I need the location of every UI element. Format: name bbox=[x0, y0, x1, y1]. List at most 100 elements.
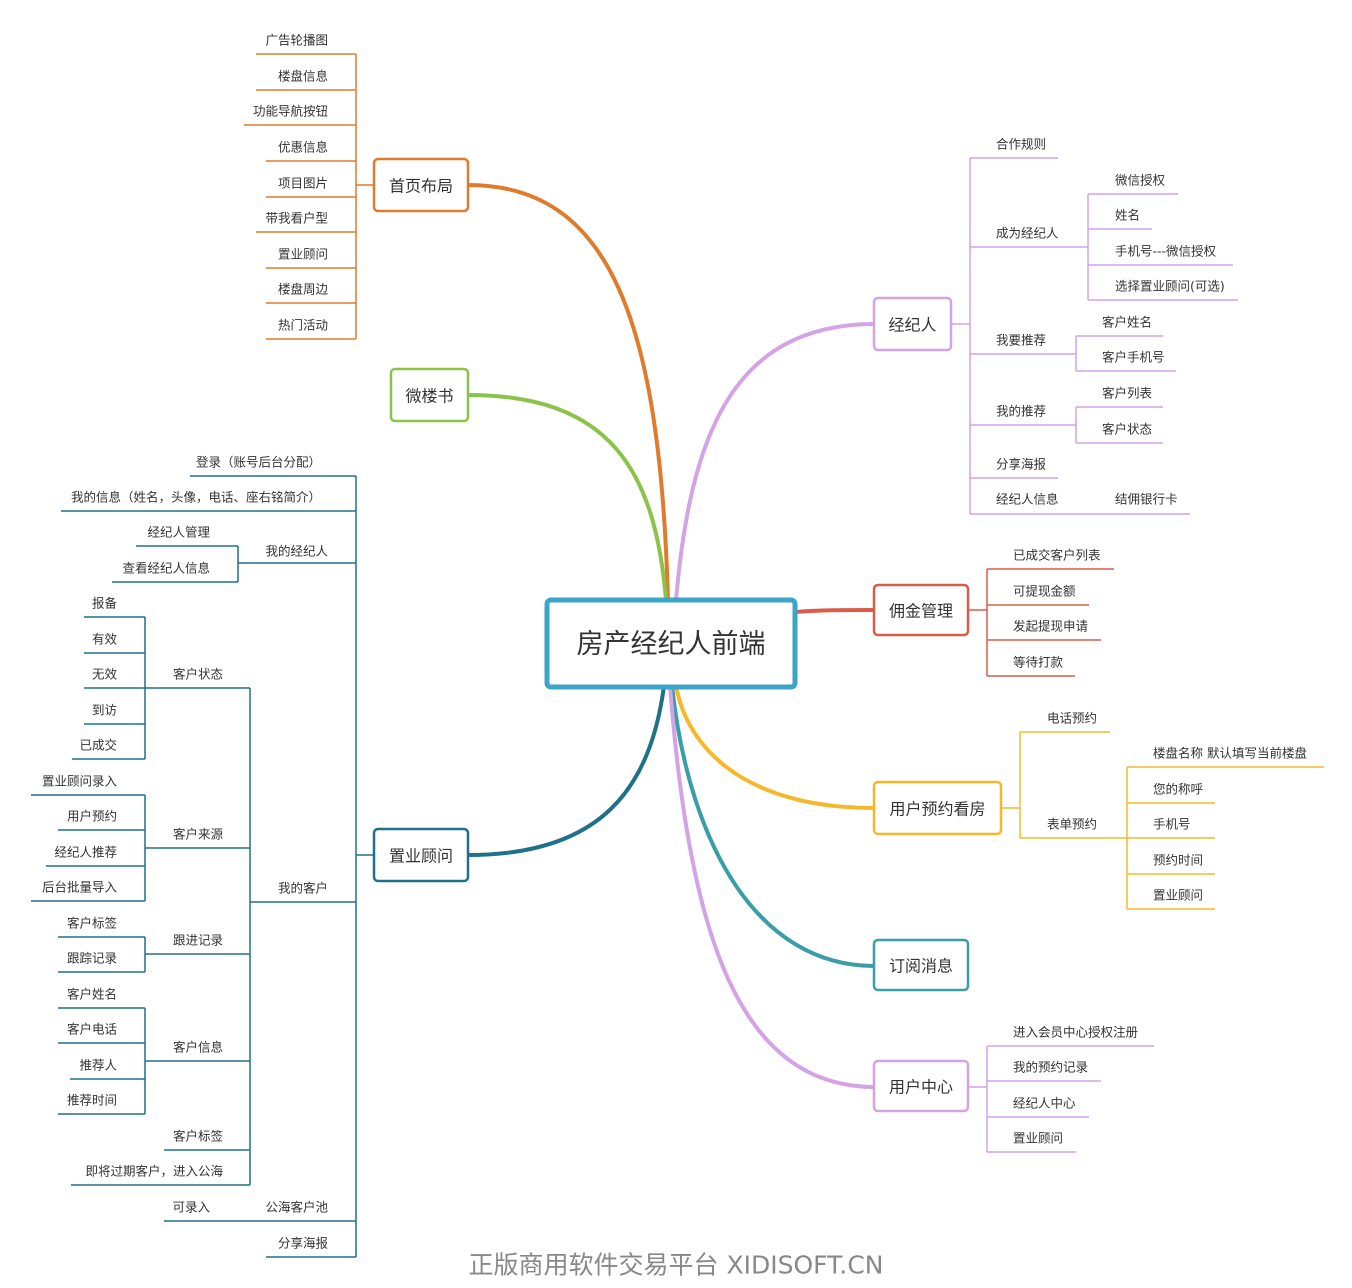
node-booking[interactable]: 用户预约看房 bbox=[872, 780, 1003, 836]
node-center-label: 房产经纪人前端 bbox=[577, 629, 766, 660]
customer-followup-item: 跟踪记录 bbox=[67, 951, 117, 966]
node-agent-frame bbox=[872, 296, 953, 352]
recommend-item: 客户姓名 bbox=[1102, 315, 1152, 330]
customer-followup-item: 客户标签 bbox=[67, 916, 118, 931]
node-subscribe-frame bbox=[872, 938, 970, 992]
customer-expire: 即将过期客户，进入公海 bbox=[85, 1164, 223, 1179]
commission-item: 发起提现申请 bbox=[1013, 619, 1088, 634]
node-usercenter-frame bbox=[872, 1059, 970, 1113]
become-item: 手机号---微信授权 bbox=[1115, 244, 1217, 259]
customer-status-item: 无效 bbox=[92, 667, 118, 682]
customer-tag: 客户标签 bbox=[173, 1129, 224, 1144]
customer-source-item: 用户预约 bbox=[67, 809, 117, 824]
node-wlsh-label: 微楼书 bbox=[405, 387, 453, 406]
customer-status-item: 已成交 bbox=[79, 738, 117, 753]
customer-status: 客户状态 bbox=[173, 667, 223, 682]
node-agent-label: 经纪人 bbox=[888, 316, 936, 335]
curve-usercenter bbox=[668, 684, 875, 1089]
node-commission-label: 佣金管理 bbox=[889, 602, 953, 621]
form-item: 您的称呼 bbox=[1153, 782, 1203, 797]
curve-commission bbox=[793, 608, 875, 614]
usercenter-item: 置业顾问 bbox=[1013, 1131, 1063, 1146]
agent-info: 经纪人信息 bbox=[996, 492, 1059, 507]
agent-poster: 分享海报 bbox=[996, 457, 1047, 472]
curve-wlsh bbox=[466, 393, 668, 602]
node-consultant-label: 置业顾问 bbox=[389, 847, 453, 866]
node-commission-frame bbox=[872, 583, 970, 637]
homepage-item: 楼盘周边 bbox=[278, 282, 329, 297]
usercenter-item: 进入会员中心授权注册 bbox=[1013, 1025, 1138, 1040]
commission-item: 已成交客户列表 bbox=[1013, 548, 1101, 563]
customer-info-item: 推荐人 bbox=[79, 1058, 117, 1073]
node-homepage-label: 首页布局 bbox=[389, 177, 453, 196]
homepage-item: 优惠信息 bbox=[278, 140, 328, 155]
customer-source-item: 后台批量导入 bbox=[42, 880, 118, 895]
homepage-item: 广告轮播图 bbox=[265, 33, 328, 48]
node-wlsh-frame bbox=[389, 367, 470, 423]
node-center-frame bbox=[544, 597, 798, 690]
node-usercenter-label: 用户中心 bbox=[889, 1078, 953, 1097]
consultant-myagents: 我的经纪人 bbox=[265, 544, 328, 559]
customer-status-item: 到访 bbox=[92, 703, 117, 718]
node-subscribe-label: 订阅消息 bbox=[889, 957, 953, 976]
myrec-item: 客户状态 bbox=[1102, 422, 1152, 437]
usercenter-item: 经纪人中心 bbox=[1013, 1096, 1076, 1111]
become-item: 姓名 bbox=[1115, 208, 1140, 223]
curve-agent bbox=[674, 322, 875, 602]
consultant-mycustomers: 我的客户 bbox=[278, 881, 328, 896]
myagents-item: 查看经纪人信息 bbox=[122, 561, 210, 576]
become-item: 微信授权 bbox=[1115, 173, 1166, 188]
node-wlsh[interactable]: 微楼书 bbox=[389, 367, 470, 423]
curve-homepage bbox=[466, 183, 670, 602]
agent-info-item: 结佣银行卡 bbox=[1115, 492, 1178, 507]
homepage-item: 带我看户型 bbox=[265, 211, 328, 226]
customer-source-item: 经纪人推荐 bbox=[54, 845, 117, 860]
node-center[interactable]: 房产经纪人前端 bbox=[544, 597, 798, 690]
consultant-myinfo: 我的信息（姓名，头像，电话、座右铭简介） bbox=[71, 490, 321, 505]
customer-source: 客户来源 bbox=[173, 827, 224, 842]
curve-booking bbox=[674, 684, 875, 810]
node-agent[interactable]: 经纪人 bbox=[872, 296, 953, 352]
recommend-item: 客户手机号 bbox=[1102, 350, 1165, 365]
consultant-poster: 分享海报 bbox=[278, 1236, 329, 1251]
homepage-item: 项目图片 bbox=[278, 176, 328, 191]
customer-status-item: 报备 bbox=[92, 596, 118, 611]
become-item: 选择置业顾问(可选) bbox=[1115, 279, 1225, 294]
node-consultant[interactable]: 置业顾问 bbox=[372, 827, 470, 883]
homepage-item: 功能导航按钮 bbox=[253, 104, 328, 119]
myagents-item: 经纪人管理 bbox=[147, 525, 210, 540]
consultant-login: 登录（账号后台分配） bbox=[196, 455, 321, 470]
homepage-item: 热门活动 bbox=[278, 318, 328, 333]
homepage-item: 楼盘信息 bbox=[278, 69, 328, 84]
node-homepage-frame bbox=[372, 157, 470, 213]
customer-info: 客户信息 bbox=[173, 1040, 223, 1055]
customer-status-item: 有效 bbox=[92, 632, 118, 647]
node-homepage[interactable]: 首页布局 bbox=[372, 157, 470, 213]
usercenter-item: 我的预约记录 bbox=[1013, 1060, 1088, 1075]
form-item: 楼盘名称 默认填写当前楼盘 bbox=[1153, 746, 1307, 761]
agent-become: 成为经纪人 bbox=[996, 226, 1059, 241]
agent-rules: 合作规则 bbox=[996, 137, 1046, 152]
curve-consultant bbox=[466, 684, 666, 857]
pool-item: 可录入 bbox=[172, 1200, 210, 1215]
customer-info-item: 客户姓名 bbox=[67, 987, 117, 1002]
myrec-item: 客户列表 bbox=[1102, 386, 1153, 401]
commission-item: 可提现金额 bbox=[1013, 584, 1076, 599]
customer-info-item: 推荐时间 bbox=[67, 1093, 117, 1108]
homepage-item: 置业顾问 bbox=[278, 247, 328, 262]
node-commission[interactable]: 佣金管理 bbox=[872, 583, 970, 637]
curve-subscribe bbox=[670, 684, 875, 968]
form-item: 手机号 bbox=[1153, 817, 1191, 832]
node-consultant-frame bbox=[372, 827, 470, 883]
customer-followup: 跟进记录 bbox=[173, 933, 223, 948]
form-item: 置业顾问 bbox=[1153, 888, 1203, 903]
agent-myrec: 我的推荐 bbox=[996, 404, 1046, 419]
node-booking-label: 用户预约看房 bbox=[889, 800, 985, 819]
consultant-pool: 公海客户池 bbox=[265, 1200, 328, 1215]
node-usercenter[interactable]: 用户中心 bbox=[872, 1059, 970, 1113]
form-item: 预约时间 bbox=[1153, 853, 1203, 868]
booking-phone: 电话预约 bbox=[1047, 711, 1097, 726]
node-subscribe[interactable]: 订阅消息 bbox=[872, 938, 970, 992]
agent-recommend: 我要推荐 bbox=[996, 333, 1046, 348]
